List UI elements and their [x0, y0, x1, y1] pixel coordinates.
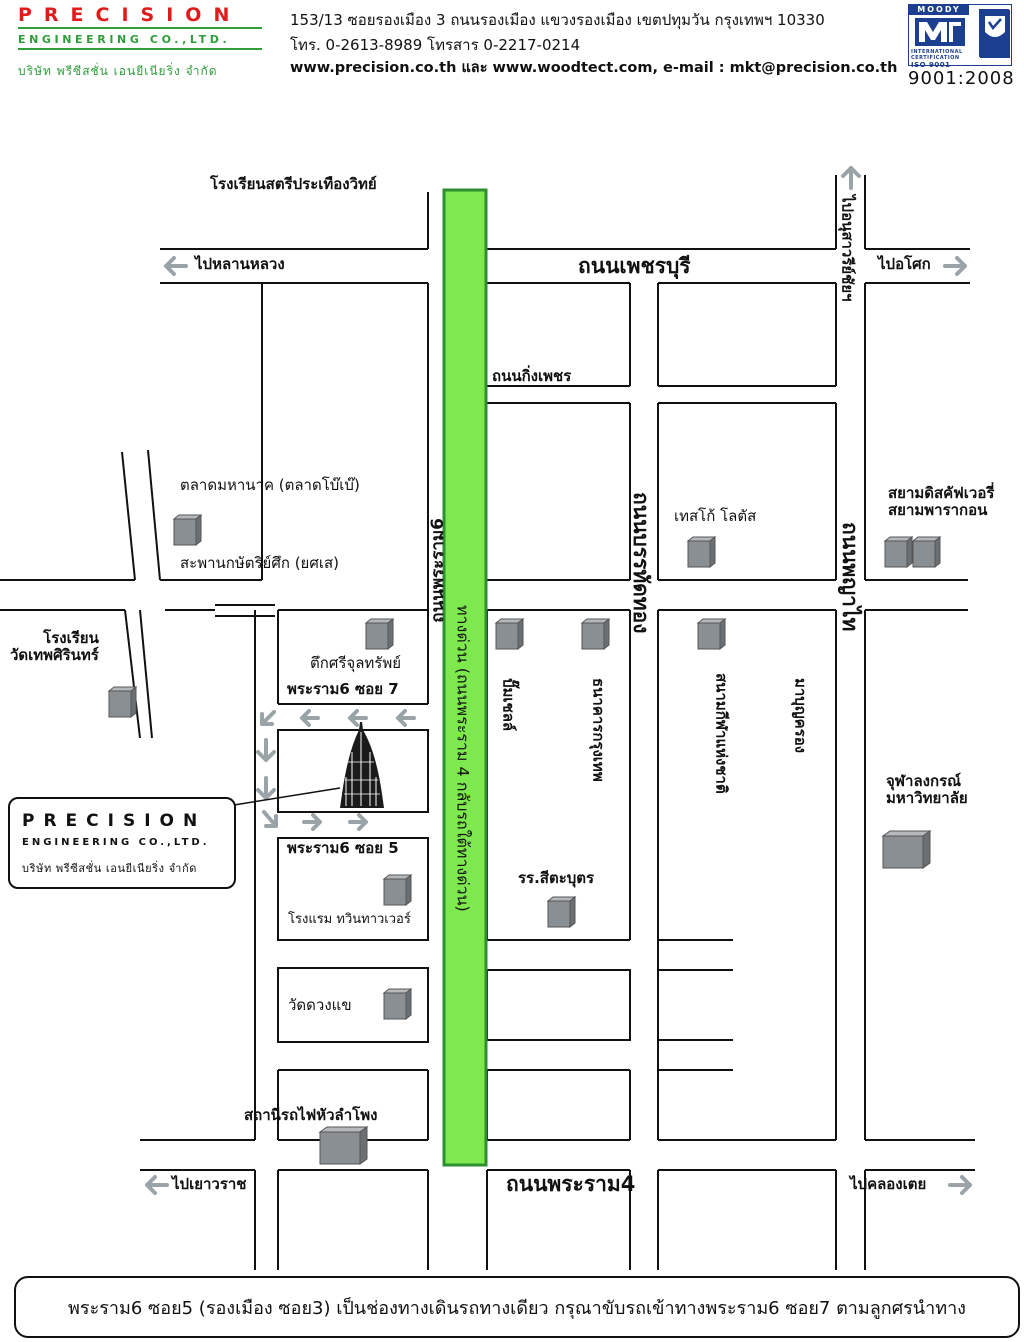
direction-arrows: [145, 166, 972, 1195]
iso-cert-line: INTERNATIONAL CERTIFICATION: [911, 49, 963, 61]
iso-cert-text: INTERNATIONAL CERTIFICATION ISO 9001: [911, 49, 1011, 69]
label-tesco: เทสโก้ โลตัส: [674, 507, 757, 525]
iso-moody-label: MOODY: [909, 5, 969, 15]
label-sittabut: รร.สีตะบุตร: [518, 869, 595, 887]
label-kasatsuk-bridge: สะพานกษัตริย์ศึก (ยศเส): [180, 554, 340, 572]
label-expressway: ทางด่วน (ถนนพระราม 4 กลับรถใต้ทางด่วน): [453, 605, 473, 912]
callout-company-name: PRECISION: [22, 811, 207, 831]
label-rama6-road: ถนนพระราม6: [428, 518, 448, 623]
expressway-band: [442, 188, 488, 1167]
callout-company-thai: บริษัท พรีซีสชั่น เอนยีเนียริ่ง จำกัด: [22, 862, 197, 875]
label-stadium: สนามกีฬาแห่งชาติ: [712, 673, 731, 794]
label-to-yaowarat: ไปเยาวราช: [172, 1175, 247, 1193]
label-tuk-sri: ตึกศรีจุลทรัพย์: [310, 654, 402, 672]
precision-tower-icon: [340, 722, 384, 808]
company-address: 153/13 ซอยรองเมือง 3 ถนนรองเมือง แขวงรอง…: [290, 11, 825, 29]
label-to-klongtoei: ไปคลองเตย: [850, 1175, 927, 1193]
logo-divider-2: [18, 48, 262, 50]
label-twin-tower: โรงแรม ทวินทาวเวอร์: [288, 912, 411, 927]
building-icons: [107, 513, 942, 1165]
label-station: สถานีรถไฟหัวลำโพง: [244, 1106, 378, 1124]
label-mahanak-market: ตลาดมหานาค (ตลาดโบ๊เบ๊): [180, 476, 360, 494]
callout-company-sub: ENGINEERING CO.,LTD.: [22, 837, 210, 848]
label-petchaburi-road: ถนนเพชรบุรี: [578, 254, 691, 278]
logo-divider: [18, 27, 262, 29]
company-phone: โทร. 0-2613-8989 โทรสาร 0-2217-0214: [290, 36, 581, 54]
label-kingpetch-road: ถนนกิ่งเพชร: [492, 367, 572, 385]
label-mbk: มาบุญครอง: [791, 678, 810, 754]
label-school-top: โรงเรียนสตรีประเทืองวิทย์: [210, 175, 377, 193]
road-network: [0, 166, 975, 1270]
label-soi7: พระราม6 ซอย 7: [287, 680, 399, 698]
company-web: www.precision.co.th และ www.woodtect.com…: [290, 60, 898, 76]
label-banthat-road: ถนนบรรทัดทอง: [629, 492, 654, 634]
direction-note-text: พระราม6 ซอย5 (รองเมือง ซอย3) เป็นช่องทาง…: [68, 1297, 966, 1319]
moody-mm-icon: [915, 18, 965, 46]
iso-certification-badge: MOODY INTERNATIONAL CERTIFICATION ISO 90…: [908, 4, 1012, 69]
ukas-icon: [979, 9, 1010, 58]
precision-location-callout: PRECISION ENGINEERING CO.,LTD. บริษัท พร…: [8, 797, 236, 889]
iso-number: 9001:2008: [908, 68, 1015, 89]
label-to-victory: ไปอนุสาวรีย์ชัยฯ: [838, 195, 857, 302]
company-logo-thai: บริษัท พรีซีสชั่น เอนยีเนียริ่ง จำกัด: [18, 64, 218, 78]
label-soi5: พระราม6 ซอย 5: [287, 839, 399, 857]
company-logo-name: PRECISION: [18, 4, 242, 26]
company-logo-sub: ENGINEERING CO.,LTD.: [18, 33, 231, 46]
label-shell: ปั๊มเชลล์: [499, 678, 518, 732]
label-chula: จุฬาลงกรณ์ มหาวิทยาลัย: [886, 772, 968, 807]
label-to-asok: ไปอโศก: [878, 255, 931, 273]
callout-pointer: [233, 787, 341, 806]
header: PRECISION ENGINEERING CO.,LTD. บริษัท พร…: [0, 0, 1024, 100]
label-to-lanluang: ไปหลานหลวง: [195, 255, 285, 273]
direction-note: พระราม6 ซอย5 (รองเมือง ซอย3) เป็นช่องทาง…: [14, 1276, 1020, 1338]
map: โรงเรียนสตรีประเทืองวิทย์ ไปหลานหลวง ถนน…: [0, 100, 1024, 1270]
label-siam: สยามดิสคัฟเวอรี่ สยามพารากอน: [888, 484, 995, 519]
label-bank: ธนาคารกรุงเทพ: [589, 678, 608, 782]
label-rama4-road: ถนนพระราม4: [506, 1172, 636, 1196]
label-wat-duang: วัดดวงแข: [288, 996, 352, 1014]
label-school-wat: โรงเรียน วัดเทพศิรินทร์: [10, 629, 99, 664]
label-phayathai-road: ถนนพญาไท: [838, 522, 863, 632]
iso-std-line: ISO 9001: [911, 61, 951, 69]
